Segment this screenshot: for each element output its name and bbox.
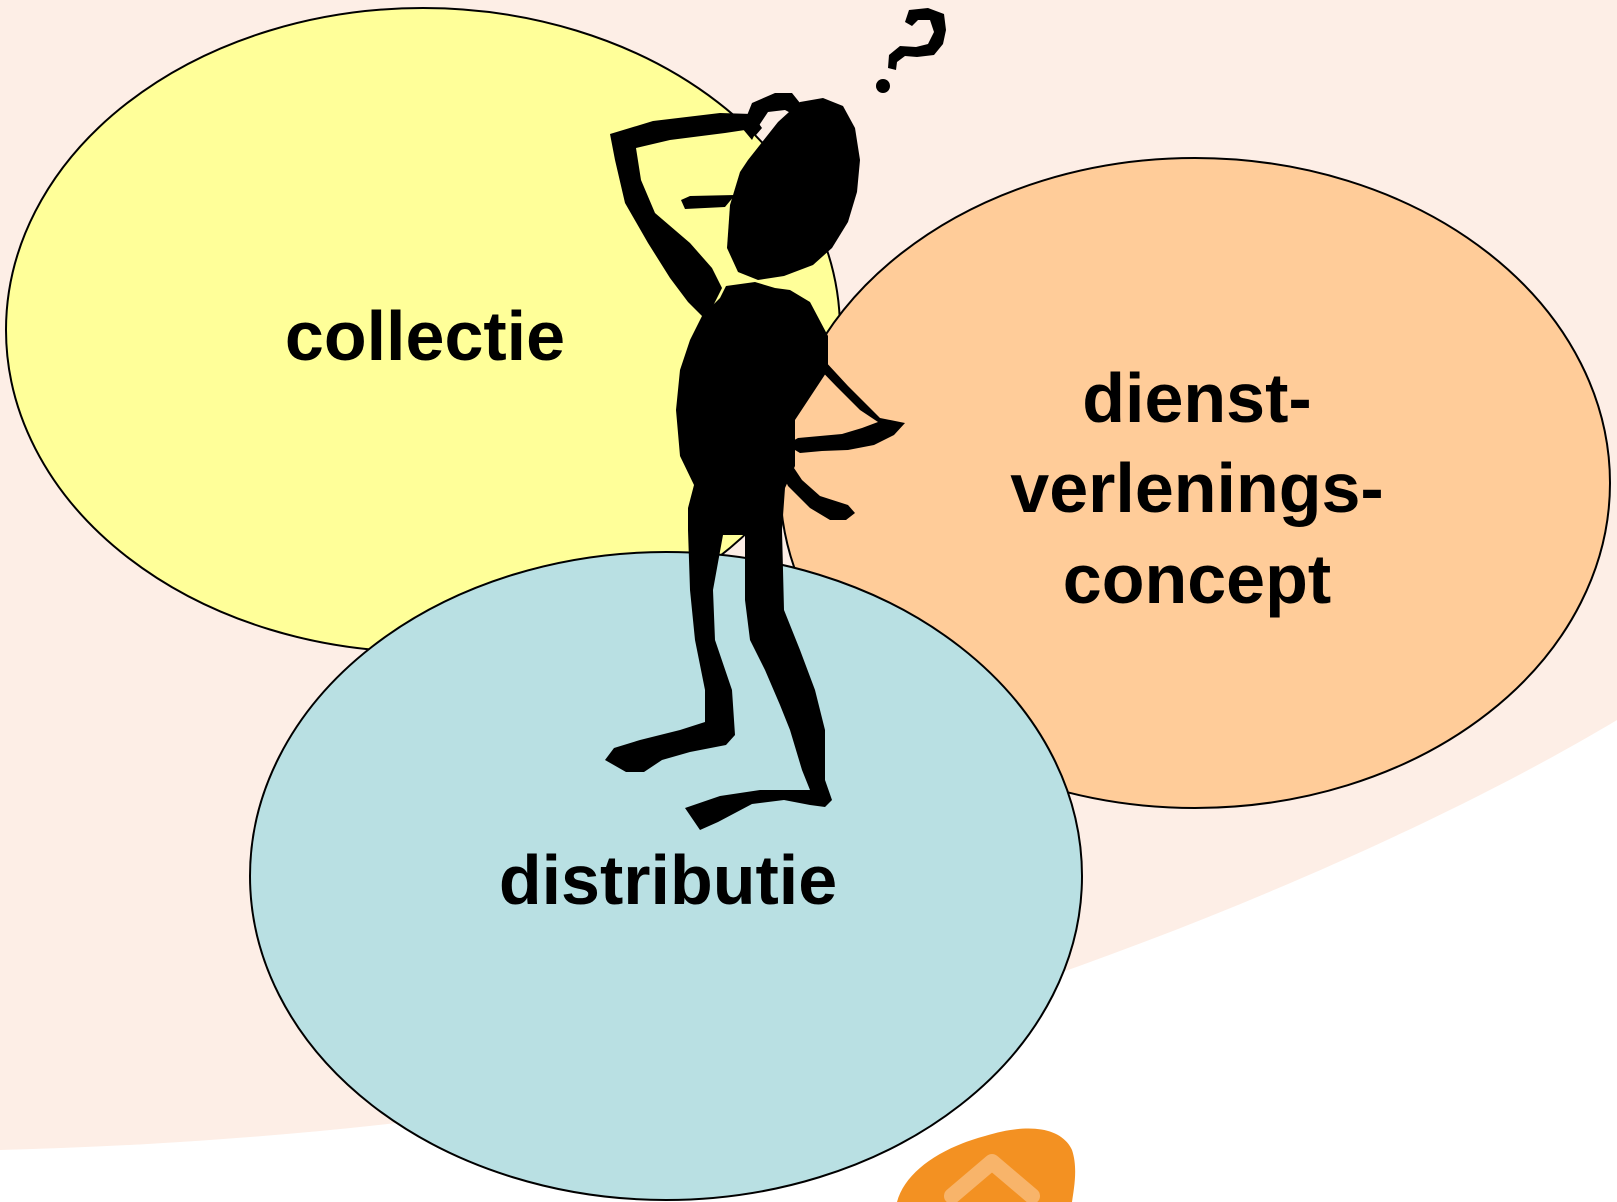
question-mark-icon	[876, 8, 946, 93]
accent-chevron-icon	[897, 1128, 1076, 1202]
label-distributie: distributie	[499, 841, 837, 919]
label-dienst: dienst-	[1082, 359, 1311, 437]
ellipse-distributie	[249, 551, 1083, 1201]
label-collectie: collectie	[285, 297, 565, 375]
thinking-figure-icon	[605, 93, 905, 830]
label-concept: concept	[1063, 540, 1331, 618]
label-verlenings: verlenings-	[1010, 449, 1383, 527]
